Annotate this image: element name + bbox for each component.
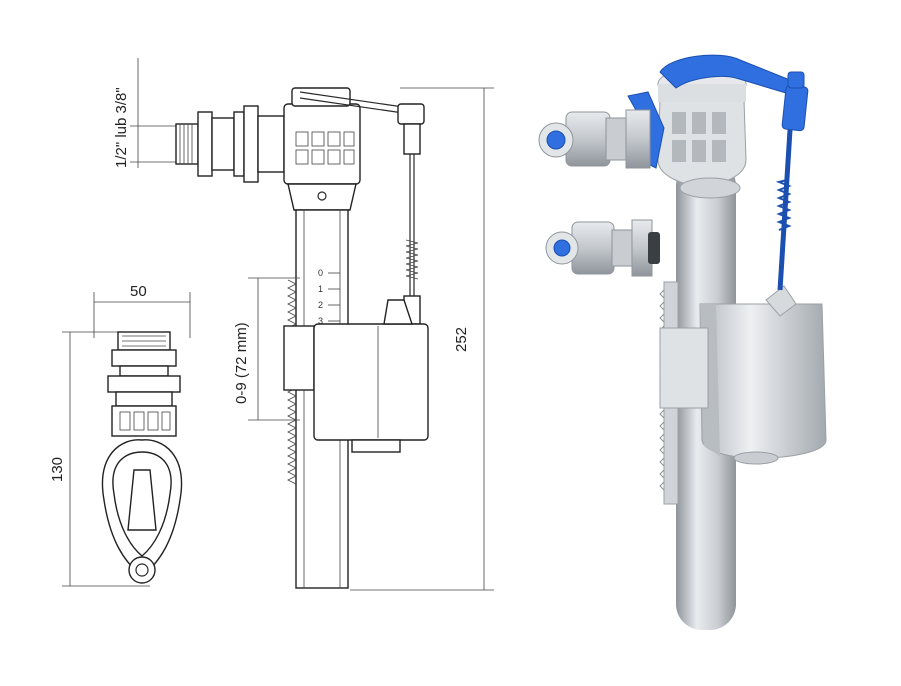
render-inlet-top bbox=[538, 109, 651, 169]
adjust-dimension: 0-9 (72 mm) bbox=[233, 277, 300, 421]
adjuster-rod bbox=[397, 103, 425, 325]
height-130-dimension: 130 bbox=[49, 331, 150, 587]
front-valve-body bbox=[101, 331, 183, 584]
render-inlet-spare bbox=[545, 219, 660, 277]
inlet-shank bbox=[175, 105, 285, 183]
scale-mark-0: 0 bbox=[318, 268, 323, 278]
adjust-range-label: 0-9 (72 mm) bbox=[233, 322, 250, 404]
render-valve-head bbox=[627, 54, 801, 199]
total-height-label: 252 bbox=[453, 327, 470, 352]
product-render bbox=[538, 54, 827, 630]
width-label: 50 bbox=[130, 283, 147, 300]
thread-dimension: 1/2" lub 3/8" bbox=[113, 58, 185, 168]
scale-mark-3: 3 bbox=[318, 316, 323, 326]
side-view-drawing: 1/2" lub 3/8" bbox=[113, 58, 494, 591]
height-scale: 0 1 2 3 bbox=[318, 268, 340, 326]
scale-mark-2: 2 bbox=[318, 300, 323, 310]
width-dimension: 50 bbox=[93, 283, 191, 338]
valve-head bbox=[283, 87, 411, 211]
render-float-cup bbox=[659, 285, 827, 465]
scale-mark-1: 1 bbox=[318, 284, 323, 294]
thread-size-label: 1/2" lub 3/8" bbox=[113, 87, 130, 168]
front-view-drawing: 50 130 bbox=[49, 283, 191, 587]
height-130-label: 130 bbox=[49, 457, 66, 482]
total-height-dimension: 252 bbox=[350, 87, 494, 591]
render-blue-rod bbox=[775, 71, 809, 291]
float-cup bbox=[283, 299, 429, 453]
